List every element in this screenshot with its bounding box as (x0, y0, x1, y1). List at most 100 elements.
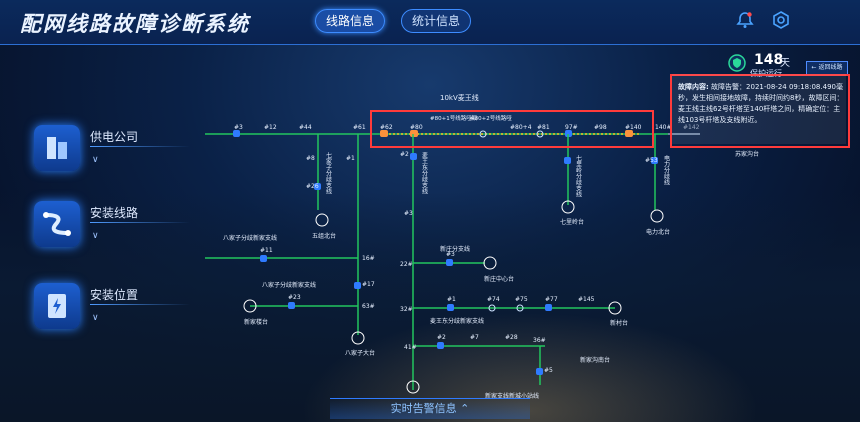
node-label: #3 (446, 251, 455, 258)
node-label: #26 (306, 183, 319, 190)
node-label: #7 (470, 334, 479, 341)
transformer-icon[interactable] (351, 331, 365, 345)
node-label: #1 (447, 296, 456, 303)
branch-label: 七家子分歧支线 (325, 151, 332, 194)
transformer-icon[interactable] (608, 301, 622, 315)
node-label: #53 (645, 157, 658, 164)
branch-label: 电力分歧线 (663, 154, 670, 185)
node-marker[interactable] (410, 130, 418, 137)
station-label: 七里岭台 (560, 218, 584, 226)
station-label: 新家楼台 (244, 318, 268, 326)
node-marker[interactable] (260, 255, 267, 262)
node-label: #3 (234, 124, 243, 131)
city-lights-background (300, 312, 760, 422)
top-bar: 配网线路故障诊断系统 线路信息 统计信息 (0, 0, 860, 45)
node-marker[interactable] (233, 130, 240, 137)
node-label: 140# (655, 124, 671, 131)
node-marker[interactable] (516, 304, 524, 312)
station-label: 新庄中心台 (484, 275, 514, 283)
route-icon (34, 201, 80, 247)
branch-label: 麦王东分歧支线 (421, 151, 428, 194)
node-marker[interactable] (625, 130, 633, 137)
sidebar-item-install-location[interactable]: 安装位置 ∨ (34, 283, 190, 347)
branch-label: 麦王东分歧新家支线 (430, 317, 484, 325)
node-marker[interactable] (437, 342, 444, 349)
station-label: 新村台 (610, 319, 628, 327)
node-label: #61 (353, 124, 366, 131)
bell-icon[interactable] (735, 10, 755, 30)
node-label: 36# (533, 337, 546, 344)
node-label: #2 (400, 151, 409, 158)
sidebar-item-install-line[interactable]: 安装线路 ∨ (34, 201, 190, 265)
transformer-icon[interactable] (315, 213, 329, 227)
node-label: #17 (362, 281, 375, 288)
branch-nodes (260, 153, 658, 375)
settings-icon[interactable] (771, 10, 791, 30)
node-marker[interactable] (288, 302, 295, 309)
fault-popup-text: 故障内容: 故障告警：2021-08-24 09:18:08.490毫秒，发生相… (678, 82, 844, 126)
transformer-icon[interactable] (243, 299, 257, 313)
node-marker[interactable] (354, 282, 361, 289)
fault-popup-highlight (670, 74, 850, 148)
node-marker[interactable] (446, 259, 453, 266)
node-label: #11 (260, 247, 273, 254)
node-label: #81 (537, 124, 550, 131)
node-label: #98 (594, 124, 607, 131)
days-value: 148 (754, 52, 784, 68)
transformer-icon[interactable] (406, 380, 420, 394)
sidebar-item-supply-company[interactable]: 供电公司 ∨ (34, 125, 190, 189)
node-label: 41# (404, 344, 417, 351)
station-label: 苏家沟台 (735, 150, 759, 158)
node-marker[interactable] (410, 153, 417, 160)
main-line-label: 10kV麦王线 (440, 93, 479, 102)
node-marker[interactable] (651, 157, 658, 164)
sidebar-underline (90, 304, 190, 305)
realtime-alarm-bar[interactable]: 实时告警信息 ⌃ (330, 398, 530, 419)
fault-popup-title: 故障内容: (678, 83, 709, 91)
node-label: #142 (683, 124, 700, 131)
station-label: 八家子大台 (345, 349, 375, 357)
node-label: #12 (264, 124, 277, 131)
transformer-icon[interactable] (561, 200, 575, 214)
transformer-icon[interactable] (483, 256, 497, 270)
app-title: 配网线路故障诊断系统 (20, 12, 250, 36)
node-label: #80 (410, 124, 423, 131)
tab-line-info[interactable]: 线路信息 (315, 9, 385, 33)
branch-label: 新家支线新城小站线 (485, 392, 539, 400)
node-label: #80+1号线路哑铅 (430, 114, 478, 122)
node-label: #140 (625, 124, 642, 131)
branch-label: 七里岭分歧支线 (575, 154, 582, 197)
chevron-down-icon[interactable]: ∨ (92, 231, 99, 241)
shield-icon (728, 54, 746, 72)
node-label: #80+2号线路哑 (470, 114, 512, 122)
node-label: #5 (544, 367, 553, 374)
node-label: #77 (545, 296, 558, 303)
fault-popup-body: 故障告警：2021-08-24 09:18:08.490毫秒，发生相间接地故障，… (678, 83, 844, 124)
sidebar-item-label: 供电公司 (90, 130, 139, 144)
node-label: #145 (578, 296, 595, 303)
branch-label: 八家子分歧新家支线 (262, 281, 316, 289)
node-label: #8 (306, 155, 315, 162)
chevron-down-icon[interactable]: ∨ (92, 155, 99, 165)
station-label: 新家沟南台 (580, 356, 610, 364)
fault-popup: 故障内容: 故障告警：2021-08-24 09:18:08.490毫秒，发生相… (672, 74, 846, 144)
node-marker[interactable] (479, 130, 487, 138)
node-marker[interactable] (536, 368, 543, 375)
power-box-icon (34, 283, 80, 329)
tab-statistics[interactable]: 统计信息 (401, 9, 471, 33)
node-marker[interactable] (314, 183, 321, 190)
transformer-icon[interactable] (650, 209, 664, 223)
node-label: #3 (404, 210, 413, 217)
sidebar-underline (90, 146, 190, 147)
node-marker[interactable] (565, 130, 572, 137)
node-marker[interactable] (488, 304, 496, 312)
node-marker[interactable] (536, 130, 544, 138)
node-label: #2 (437, 334, 446, 341)
sidebar-item-label: 安装位置 (90, 288, 139, 302)
station-label: 五组北台 (312, 232, 336, 240)
node-marker[interactable] (447, 304, 454, 311)
node-marker[interactable] (380, 130, 388, 137)
node-marker[interactable] (545, 304, 552, 311)
chevron-down-icon[interactable]: ∨ (92, 313, 99, 323)
node-marker[interactable] (564, 157, 571, 164)
